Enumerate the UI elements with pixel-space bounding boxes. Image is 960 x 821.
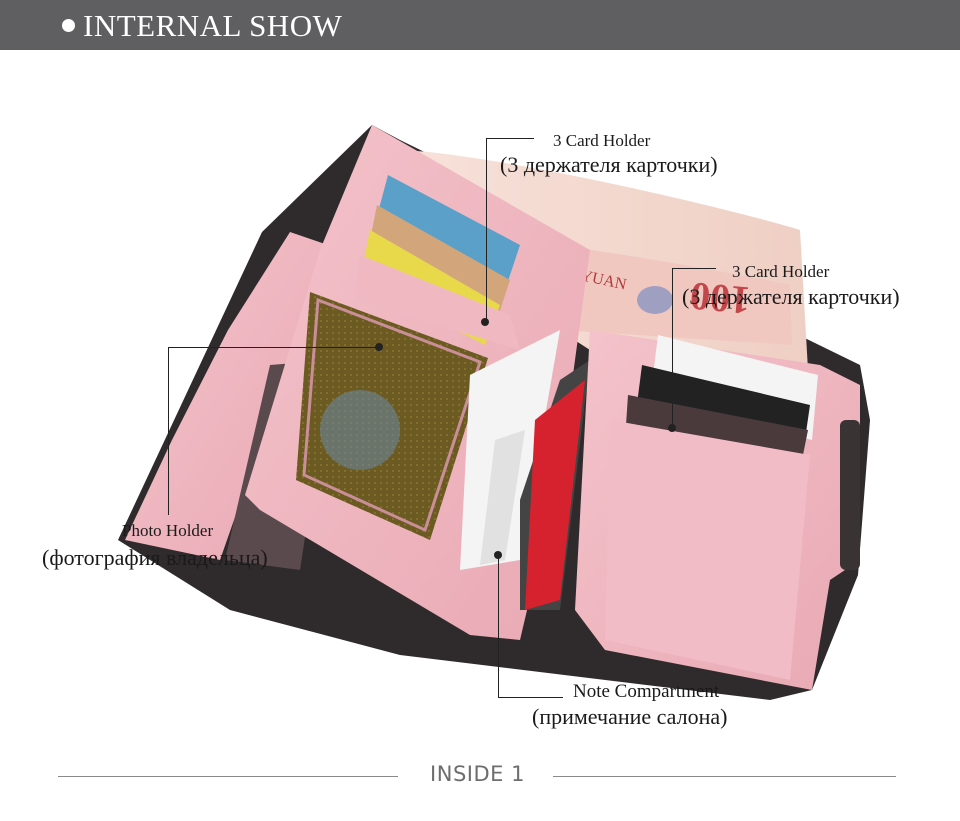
card-holder-left-label-ru: (3 держателя карточки) xyxy=(500,152,718,177)
photo-holder-dot xyxy=(375,343,383,351)
photo-holder-label: Photo Holder xyxy=(122,521,214,540)
card-holder-left-leader-v xyxy=(486,138,487,322)
note-compartment-label: Note Compartment xyxy=(573,681,720,702)
card-holder-left-label: 3 Card Holder xyxy=(553,131,651,150)
card-holder-right-dot xyxy=(668,424,676,432)
photo-holder-label-ru: (фотография владельца) xyxy=(42,545,268,570)
footer-label: INSIDE 1 xyxy=(430,762,525,786)
card-holder-right-leader-v xyxy=(672,268,673,428)
footer-divider-left xyxy=(58,776,398,777)
note-compartment-dot xyxy=(494,551,502,559)
photo-holder-leader-v xyxy=(168,347,169,515)
card-holder-left-dot xyxy=(481,318,489,326)
banknote-value-text: 100 xyxy=(688,273,752,323)
card-holder-right-leader-h xyxy=(672,268,716,269)
header-bar: INTERNAL SHOW xyxy=(0,0,960,50)
photo-holder-leader-h xyxy=(168,347,380,348)
card-holder-right-label: 3 Card Holder xyxy=(732,262,830,281)
right-card-panel xyxy=(575,330,860,690)
card-holder-right-label-ru: (3 держателя карточки) xyxy=(682,284,900,309)
note-compartment-label-ru: (примечание салона) xyxy=(532,704,728,729)
section-title: INTERNAL SHOW xyxy=(83,8,343,43)
middle-slots xyxy=(460,330,590,610)
wallet-illustration: YUAN 100 xyxy=(118,125,870,700)
footer-divider-right xyxy=(553,776,896,777)
note-compartment-leader-h xyxy=(498,697,563,698)
note-compartment-leader-v xyxy=(498,555,499,697)
card-holder-left-leader-h xyxy=(486,138,534,139)
bullet-icon xyxy=(62,19,75,32)
